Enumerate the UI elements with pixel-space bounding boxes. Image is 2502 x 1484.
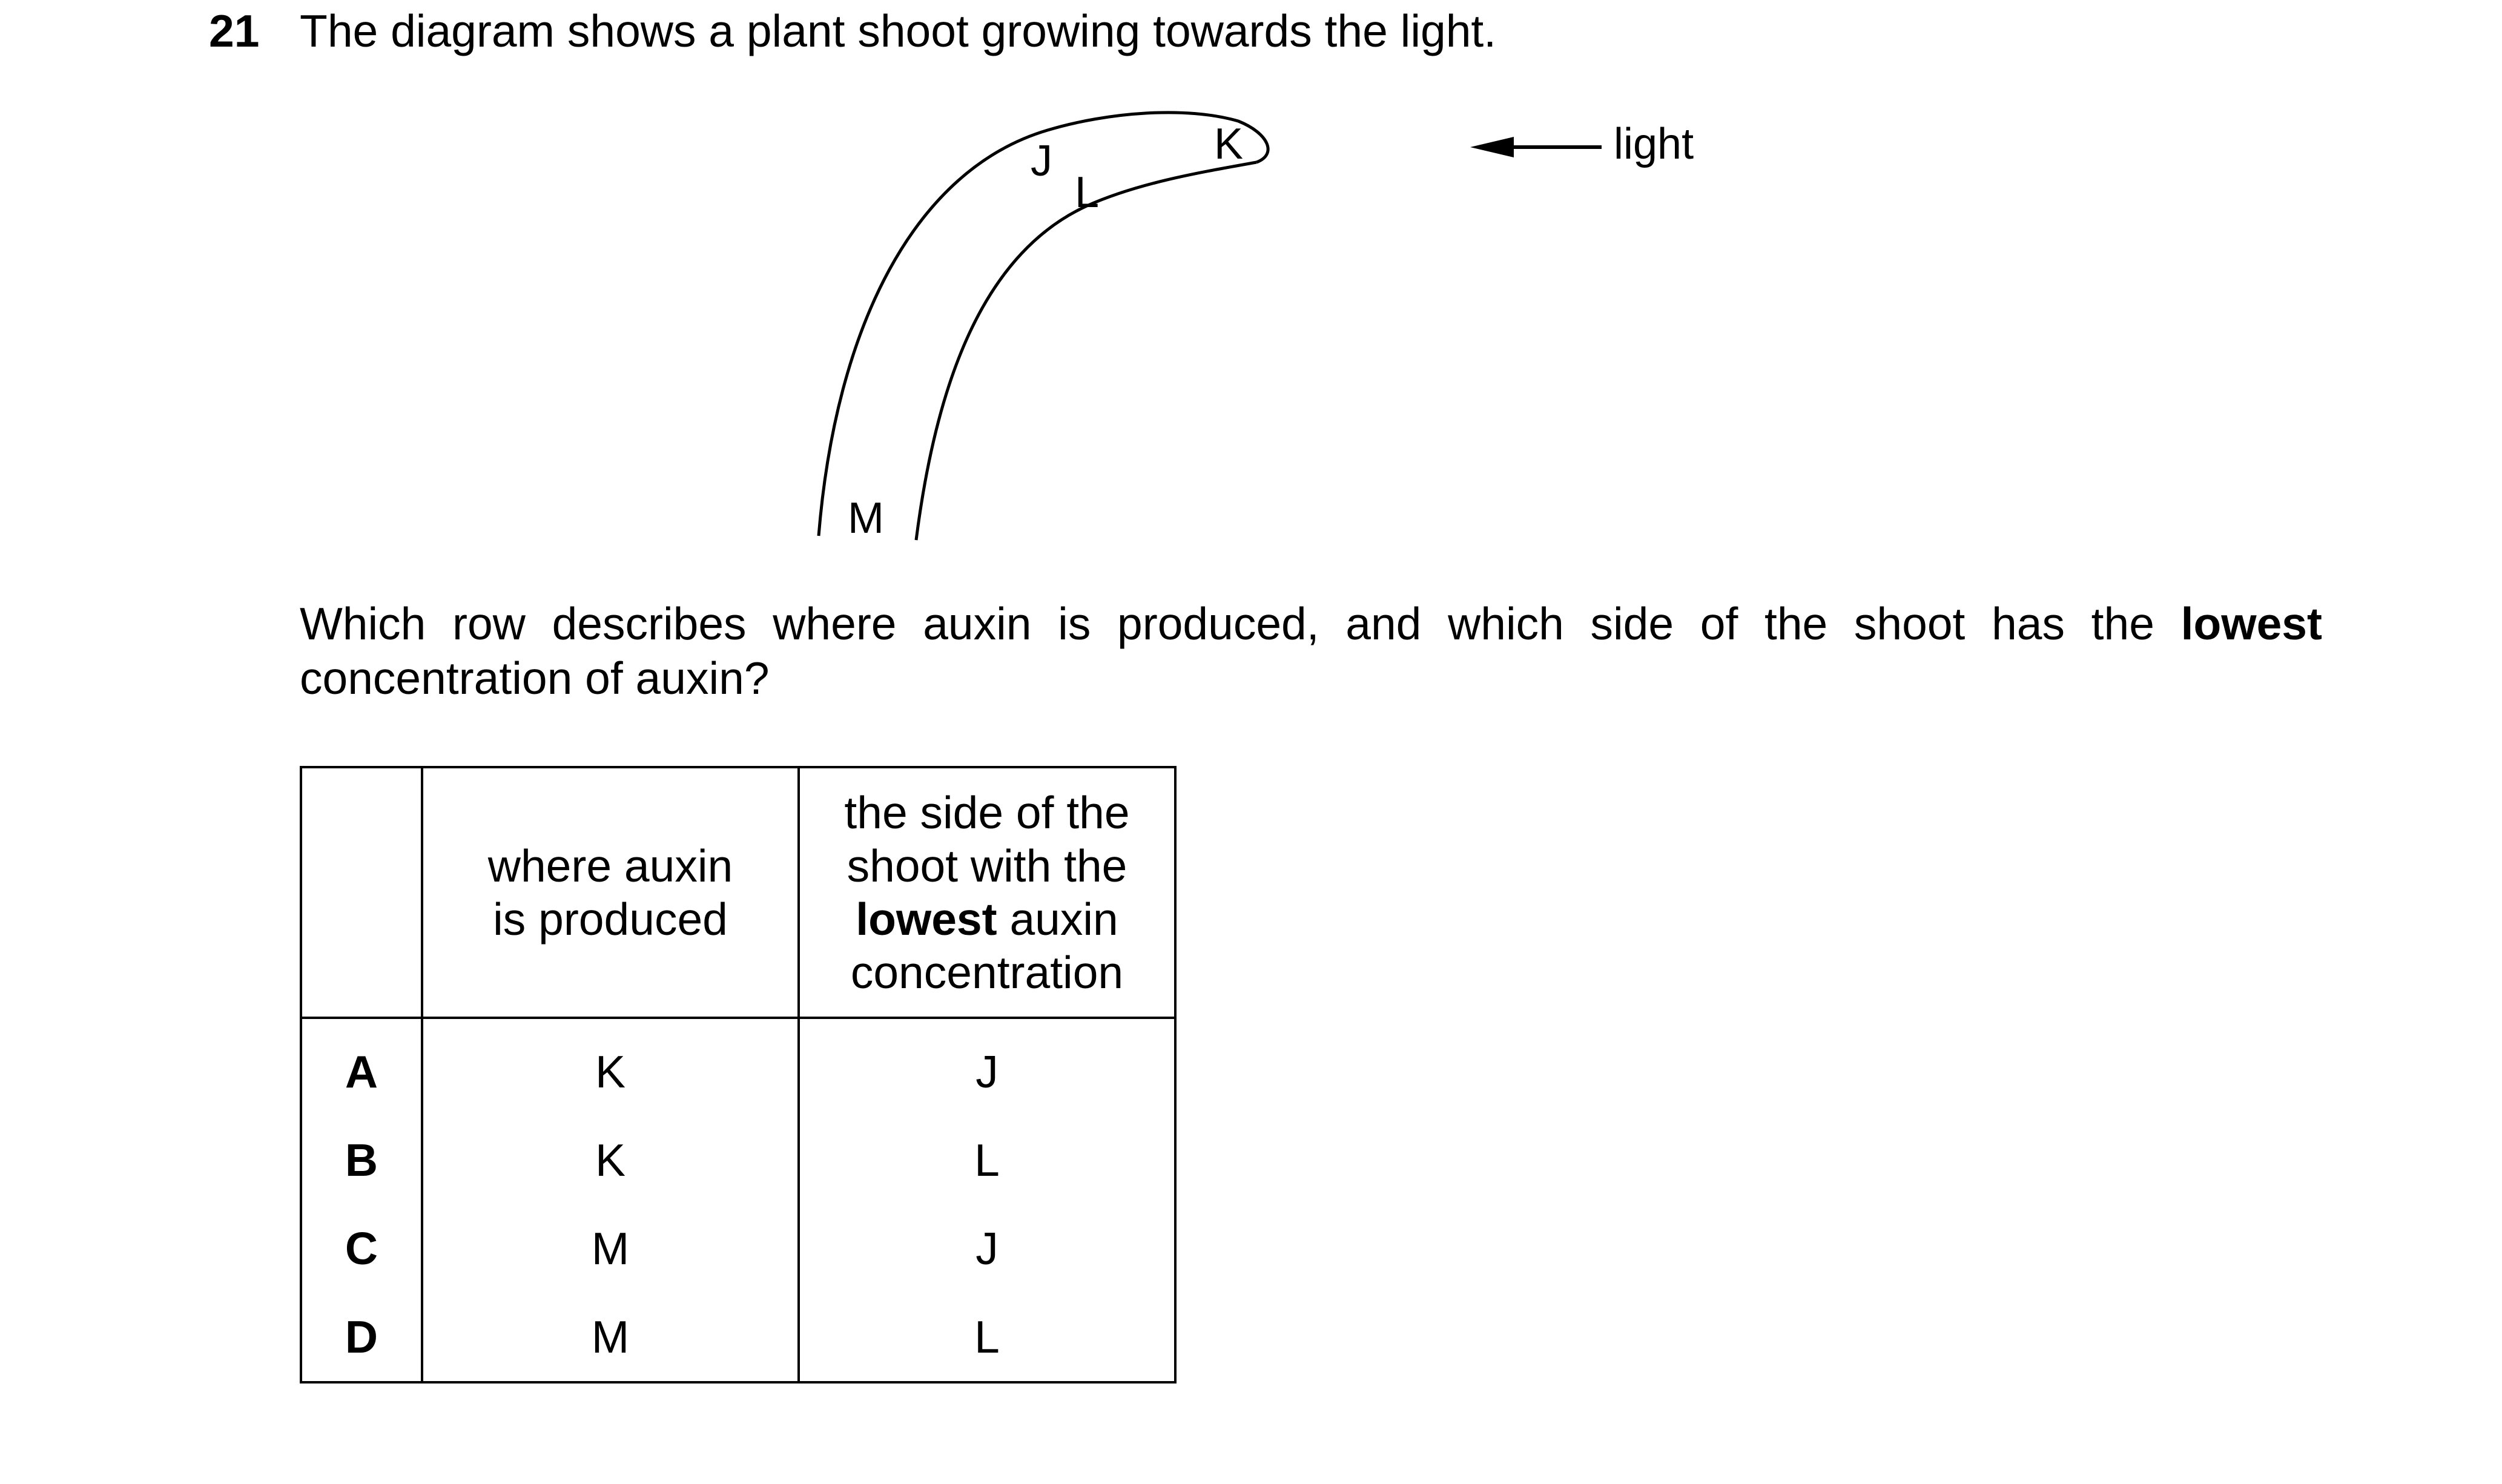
table-row[interactable]: B K L [300, 1116, 1177, 1204]
header-where-line2: is produced [493, 894, 728, 945]
option-letter: B [300, 1116, 423, 1204]
label-l: L [1075, 168, 1099, 217]
option-where: K [421, 1116, 800, 1204]
shoot-inner-edge [914, 160, 1257, 541]
option-side: J [797, 1204, 1177, 1293]
shoot-outer-edge [817, 111, 1270, 536]
header-side-line4: concentration [850, 947, 1124, 998]
label-m: M [848, 494, 884, 542]
header-lowest-side: the side of the shoot with the lowest au… [797, 766, 1177, 1019]
answer-table: where auxin is produced the side of the … [300, 766, 1177, 1383]
header-side-bold: lowest [856, 894, 997, 945]
header-side-line3: lowest auxin [800, 892, 1174, 946]
table-row[interactable]: C M J [300, 1204, 1177, 1293]
table-row[interactable]: D M L [300, 1293, 1177, 1383]
question-number: 21 [209, 5, 260, 56]
option-side: J [797, 1018, 1177, 1116]
label-k: K [1214, 120, 1243, 168]
table-row[interactable]: A K J [300, 1018, 1177, 1116]
prompt-part2: concentration of auxin? [300, 653, 770, 704]
label-light: light [1614, 120, 1694, 168]
header-side-line2: shoot with the [847, 840, 1127, 891]
option-letter: A [300, 1018, 423, 1116]
option-side: L [797, 1293, 1177, 1383]
header-side-line1: the side of the [844, 787, 1130, 838]
prompt-bold-word: lowest [2180, 598, 2322, 649]
option-letter: C [300, 1204, 423, 1293]
option-side: L [797, 1116, 1177, 1204]
option-where: M [421, 1293, 800, 1383]
header-side-after-bold: auxin [997, 894, 1118, 945]
option-where: K [421, 1018, 800, 1116]
option-letter: D [300, 1293, 423, 1383]
question-text: The diagram shows a plant shoot growing … [300, 5, 1497, 56]
option-where: M [421, 1204, 800, 1293]
header-where-produced: where auxin is produced [421, 766, 800, 1019]
prompt-part1: Which row describes where auxin is produ… [300, 598, 2181, 649]
table-header-row: where auxin is produced the side of the … [300, 766, 1177, 1019]
plant-shoot-diagram: light J L K M [817, 111, 1694, 542]
label-j: J [1031, 137, 1052, 185]
question-prompt: Which row describes where auxin is produ… [300, 596, 2322, 705]
header-where-line1: where auxin [487, 840, 733, 891]
header-blank-cell [300, 766, 423, 1019]
light-arrow-head [1470, 137, 1514, 157]
